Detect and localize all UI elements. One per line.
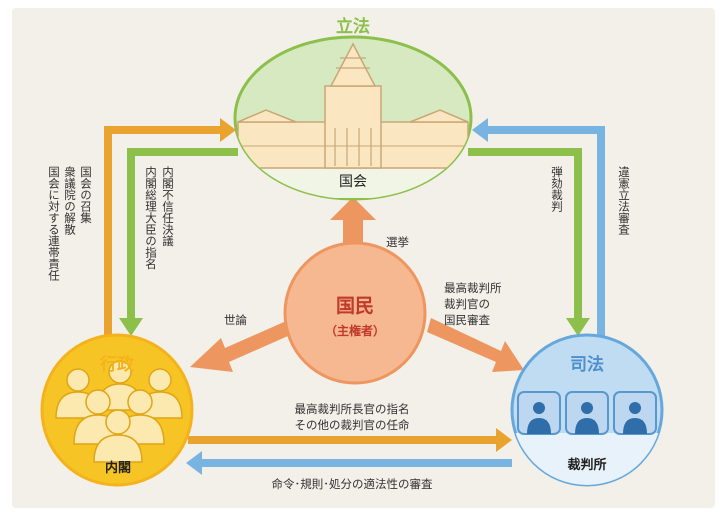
exec-to-jud-label-line: その他の裁判官の任命: [295, 418, 410, 432]
people-to-exec-arrow: [190, 318, 297, 372]
judicial-title: 司法: [570, 354, 604, 375]
exec-to-leg-label-line: 国会の召集: [79, 166, 93, 224]
legislative-node: 国会: [233, 35, 473, 201]
exec-to-jud-arrowhead: [496, 428, 512, 452]
people-to-leg-label: 選挙: [386, 235, 409, 249]
people-to-leg-arrow: [330, 197, 376, 262]
exec-to-jud-label: 最高裁判所長官の指名 その他の裁判官の任命: [295, 402, 410, 432]
leg-to-jud-arrow: [468, 148, 582, 318]
people-title: 国民: [336, 295, 374, 317]
people-subtitle: （主権者）: [325, 323, 385, 338]
exec-to-jud-label-line: 最高裁判所長官の指名: [295, 402, 410, 416]
judicial-node: 裁判所: [510, 333, 664, 487]
leg-to-jud-arrowhead: [566, 318, 590, 336]
leg-to-jud-label: 弾劾裁判: [550, 166, 564, 213]
executive-node: 内閣: [40, 333, 194, 487]
legislative-title: 立法: [336, 16, 370, 37]
exec-to-leg-arrowhead: [220, 118, 236, 142]
exec-to-leg-label-line: 国会に対する連帯責任: [47, 166, 61, 282]
people-to-jud-label-line: 裁判官の: [444, 297, 490, 311]
diet-building-icon: [235, 42, 471, 198]
executive-title: 行政: [99, 354, 135, 375]
people-to-jud-label-line: 最高裁判所: [444, 281, 502, 295]
legislative-body-label: 国会: [339, 174, 367, 190]
leg-to-exec-arrow: [127, 148, 238, 318]
executive-body-label: 内閣: [105, 460, 131, 476]
people-to-jud-arrow: [427, 318, 524, 372]
people-group-icon: [55, 360, 183, 463]
people-to-jud-label: 最高裁判所 裁判官の 国民審査: [444, 281, 502, 327]
jud-to-leg-arrowhead: [472, 118, 488, 142]
leg-to-exec-arrowhead: [119, 318, 143, 336]
jud-to-leg-label: 違憲立法審査: [617, 166, 631, 235]
leg-to-exec-label: 内閣不信任決議 内閣総理大臣の指名: [144, 165, 175, 269]
leg-to-exec-label-line: 内閣不信任決議: [161, 165, 175, 246]
exec-to-leg-label-line: 衆議院の解散: [63, 166, 77, 236]
jud-to-leg-arrow: [486, 126, 605, 342]
leg-to-exec-label-line: 内閣総理大臣の指名: [144, 165, 158, 269]
exec-to-leg-label: 国会の召集 衆議院の解散 国会に対する連帯責任: [47, 166, 93, 282]
exec-to-leg-arrow: [104, 126, 222, 342]
jud-to-exec-label: 命令･規則･処分の適法性の審査: [272, 477, 433, 491]
people-to-exec-label: 世論: [224, 313, 247, 327]
people-to-jud-label-line: 国民審査: [444, 313, 490, 327]
judicial-body-label: 裁判所: [567, 457, 606, 473]
jud-to-exec-arrowhead: [186, 451, 202, 475]
people-node: 国民 （主権者）: [283, 241, 427, 385]
